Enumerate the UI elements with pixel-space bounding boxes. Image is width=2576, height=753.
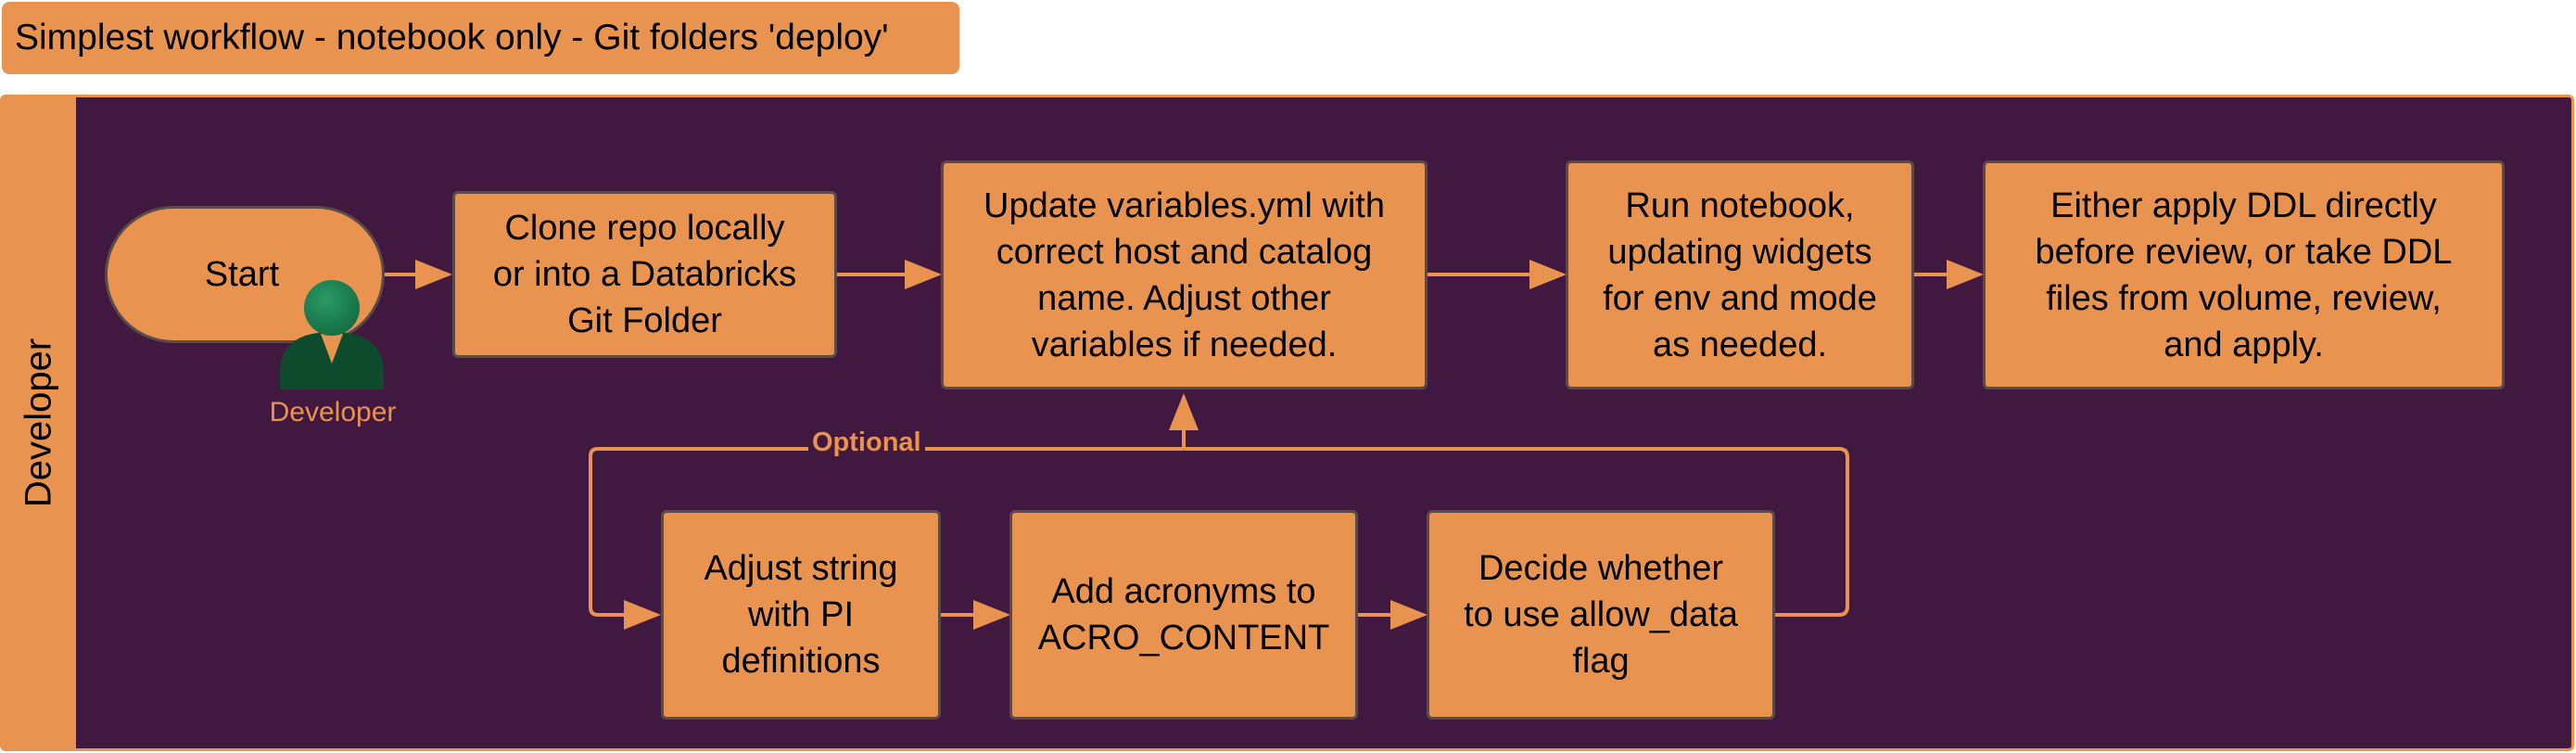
diagram-title: Simplest workflow - notebook only - Git … bbox=[2, 2, 959, 74]
optional-label: Optional bbox=[808, 428, 925, 458]
step-run-notebook: Run notebook, updating widgets for env a… bbox=[1566, 160, 1914, 389]
arrow-optional-loop-back bbox=[1169, 393, 1849, 617]
developer-actor-icon bbox=[280, 280, 384, 389]
step-add-acronyms: Add acronyms to ACRO_CONTENT bbox=[1009, 510, 1358, 720]
step-decide-allow-data: Decide whether to use allow_data flag bbox=[1427, 510, 1775, 720]
step-clone-repo: Clone repo locally or into a Databricks … bbox=[452, 191, 837, 358]
step-adjust-string: Adjust string with PI definitions bbox=[661, 510, 941, 720]
step-apply-ddl: Either apply DDL directly before review,… bbox=[1983, 160, 2505, 389]
start-label: Start bbox=[204, 254, 280, 294]
swimlane-header bbox=[2, 96, 76, 749]
actor-label: Developer bbox=[269, 397, 397, 428]
step-update-variables: Update variables.yml with correct host a… bbox=[941, 160, 1428, 389]
